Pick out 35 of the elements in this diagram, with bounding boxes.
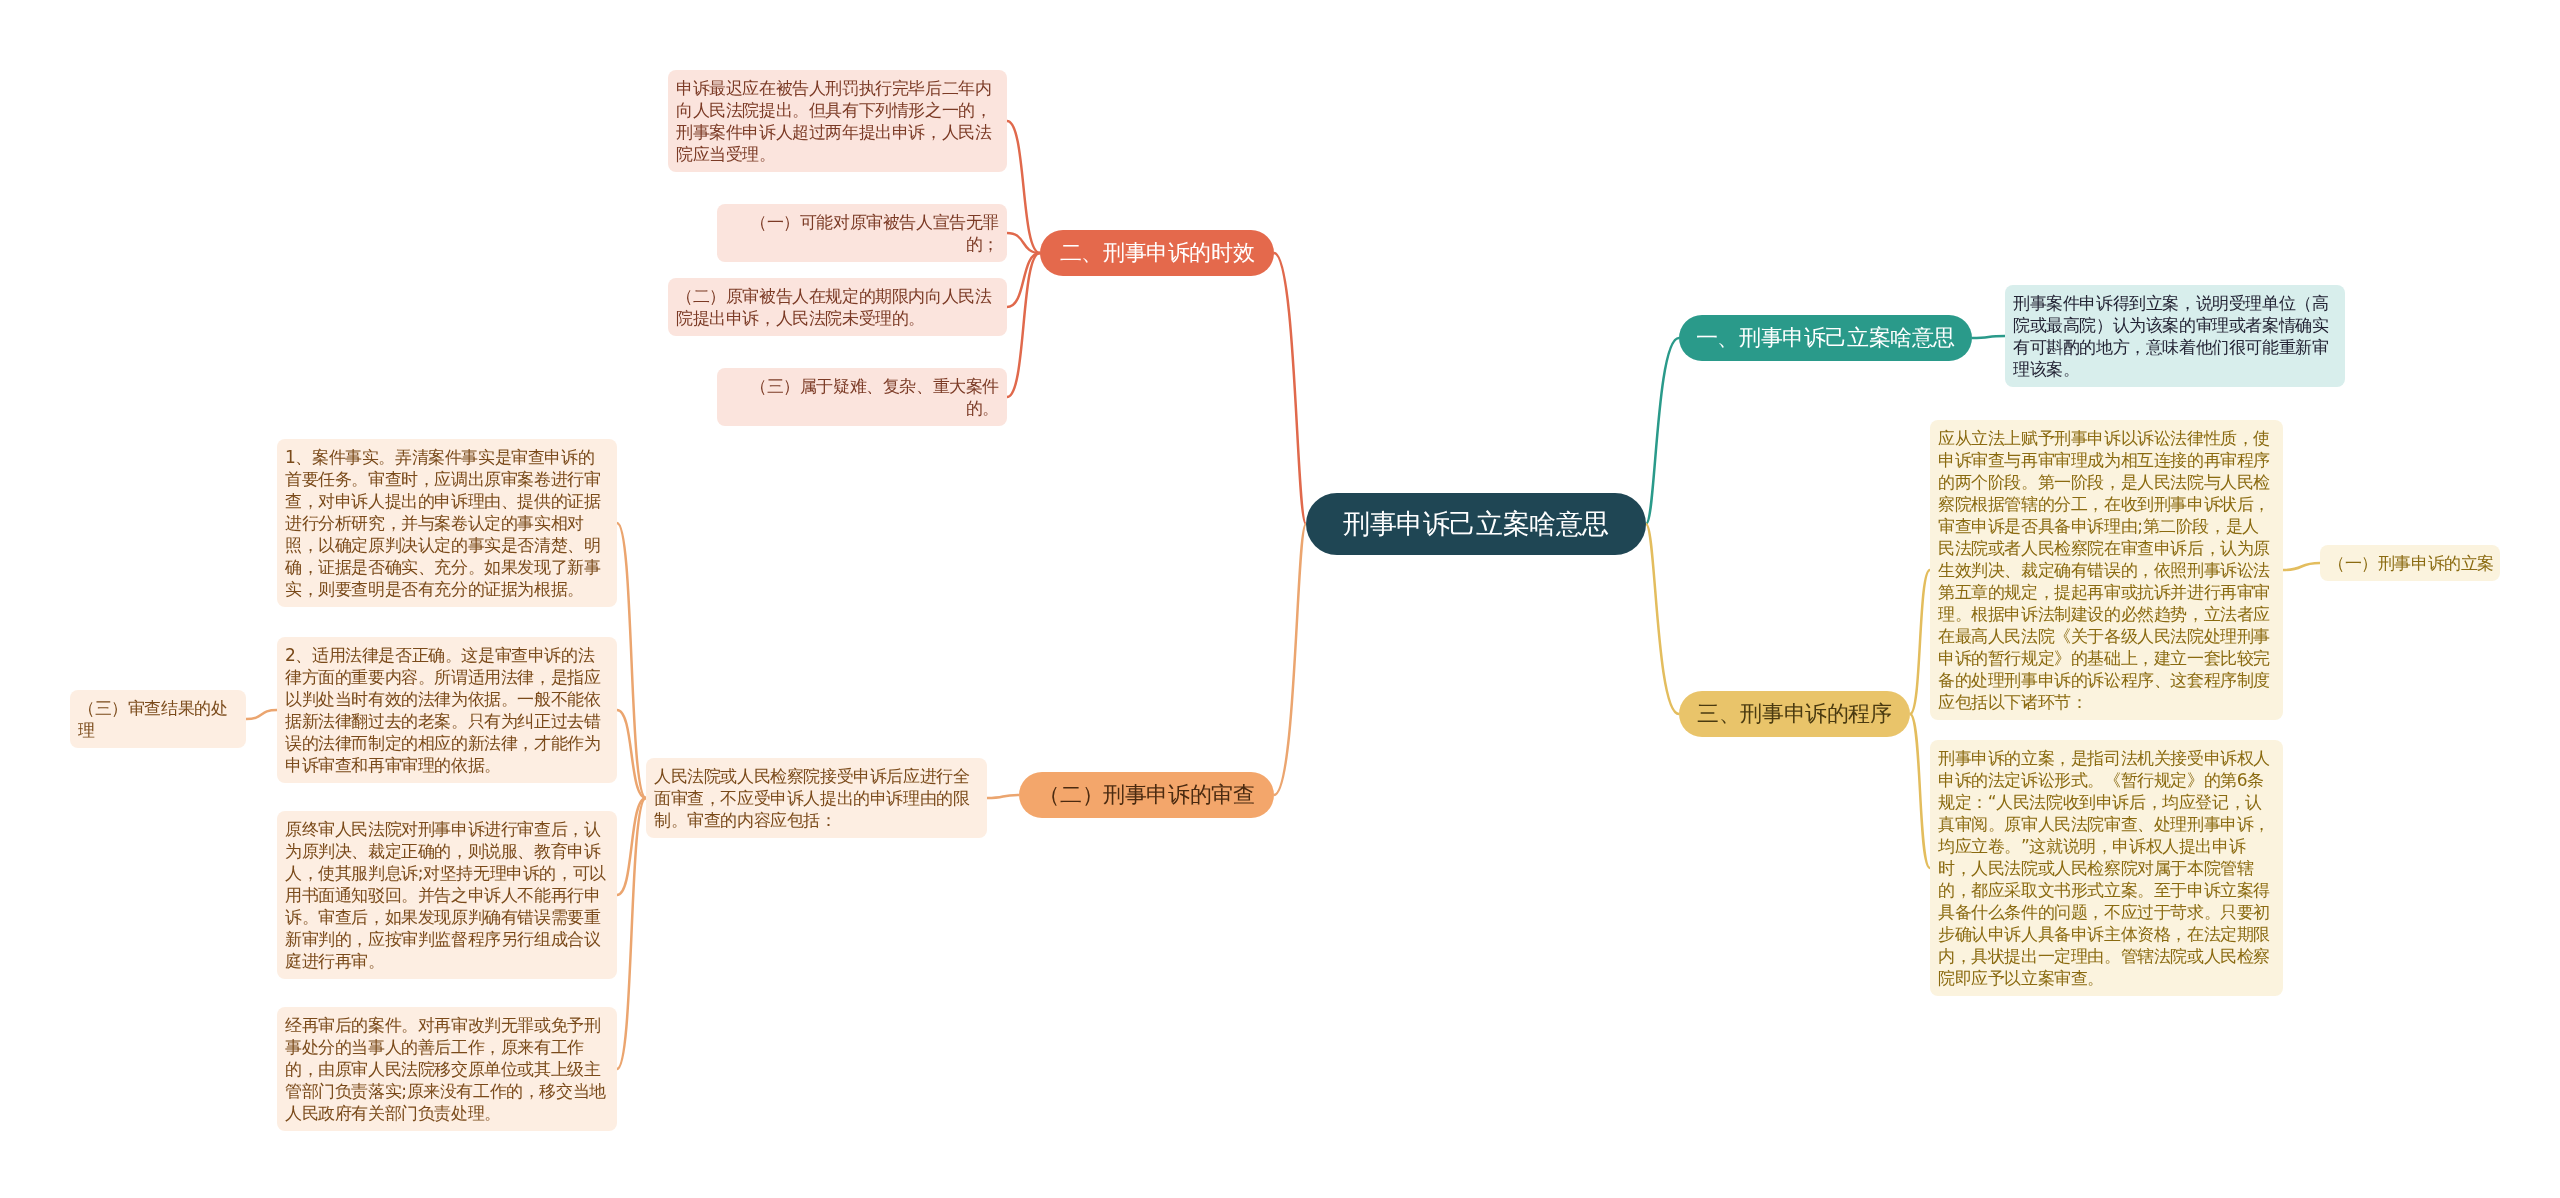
note-box: 刑事案件申诉得到立案，说明受理单位（高院或最高院）认为该案的审理或者案情确实有可斟酌的地方，意味着他们很可能重新审理该案。 [2005, 285, 2345, 387]
note-box: 1、案件事实。弄清案件事实是审查申诉的首要任务。审查时，应调出原审案卷进行审查，对申诉人提出的申诉理由、提供的证据进行分析研究，并与案卷认定的事实相对照，以确定原判决认定的事实是否清楚、明确，证据是否确实、充分。如果发现了新事实，则要查明是否有充分的证据为根据。 [277, 439, 617, 607]
connector-line [1006, 251, 1041, 399]
central-topic: 刑事申诉己立案啥意思 [1306, 493, 1646, 555]
connector-line [1909, 569, 1931, 715]
connector-line [1006, 119, 1041, 255]
connector-line [1644, 336, 1680, 525]
note-box: 申诉最迟应在被告人刑罚执行完毕后二年内向人民法院提出。但具有下列情形之一的，刑事案件申诉人超过两年提出申诉，人民法院应当受理。 [668, 70, 1007, 172]
note-box: （三）审查结果的处理 [70, 690, 246, 748]
connector-line [2282, 561, 2321, 572]
note-box: 应从立法上赋予刑事申诉以诉讼法律性质，使申诉审查与再审审理成为相互连接的再审程序的两个阶段。第一阶段，是人民法院与人民检察院根据管辖的分工，在收到刑事申诉状后，审查申诉是否具备申诉理由;第二阶段，是人民法院或者人民检察院在审查申诉后，认为原生效判决、裁定确有错误的，依照刑事诉讼法第五章的规定，提起再审或抗诉并进行再审审理。根据申诉法制建设的必然趋势，立法者应在最高人民法院《关于各级人民法院处理刑事申诉的暂行规定》的基础上，建立一套比较完备的处理刑事申诉的诉讼程序、这套程序制度应包括以下诸环节： [1930, 420, 2283, 720]
connector-line [1273, 523, 1308, 796]
connector-line [1644, 523, 1680, 716]
note-box: 2、适用法律是否正确。这是审查申诉的法律方面的重要内容。所谓适用法律，是指应以判处当时有效的法律为依据。一般不能依据新法律翻过去的老案。只有为纠正过去错误的法律而制定的相应的新法律，才能作为申诉审查和再审审理的依据。 [277, 637, 617, 783]
connector-line [245, 708, 278, 721]
connector-line [616, 708, 647, 800]
note-box: （一）刑事申诉的立案 [2320, 545, 2500, 581]
connector-line [987, 793, 1019, 800]
note-box: 经再审后的案件。对再审改判无罪或免予刑事处分的当事人的善后工作，原来有工作的，由原审人民法院移交原单位或其上级主管部门负责落实;原来没有工作的，移交当地人民政府有关部门负责处理。 [277, 1007, 617, 1131]
connector-line [616, 522, 647, 799]
note-box: 刑事申诉的立案，是指司法机关接受申诉权人申诉的法定诉讼形式。《暂行规定》的第6条规定：“人民法院收到申诉后，均应登记，认真审阅。原审人民法院审查、处理刑事申诉，均应立卷。”这就说明，申诉权人提出申诉时，人民法院或人民检察院对属于本院管辖的，都应采取文书形式立案。至于申诉立案得具备什么条件的问题，不应过于苛求。只要初步确认申诉人具备申诉主体资格，在法定期限内，具状提出一定理由。管辖法院或人民检察院即应予以立案审查。 [1930, 740, 2283, 996]
note-box: 人民法院或人民检察院接受申诉后应进行全面审查，不应受申诉人提出的申诉理由的限制。审查的内容应包括： [646, 758, 987, 838]
connector-line [1972, 334, 2005, 340]
note-box: （二）原审被告人在规定的期限内向人民法院提出申诉，人民法院未受理的。 [668, 278, 1007, 336]
branch-topic: （二）刑事申诉的审查 [1019, 772, 1274, 818]
connector-line [1909, 713, 1931, 869]
connector-line [1273, 252, 1308, 525]
connector-line [616, 796, 647, 897]
connector-line [616, 797, 647, 1070]
branch-topic: 三、刑事申诉的程序 [1679, 691, 1910, 737]
note-box: （一）可能对原审被告人宣告无罪的； [717, 204, 1007, 262]
branch-topic: 一、刑事申诉己立案啥意思 [1679, 315, 1972, 361]
branch-topic: 二、刑事申诉的时效 [1040, 230, 1274, 276]
note-box: （三）属于疑难、复杂、重大案件的。 [717, 368, 1007, 426]
note-box: 原终审人民法院对刑事申诉进行审查后，认为原判决、裁定正确的，则说服、教育申诉人，使其服判息诉;对坚持无理申诉的，可以用书面通知驳回。并告之申诉人不能再行申诉。审查后，如果发现原判确有错误需要重新审判的，应按审判监督程序另行组成合议庭进行再审。 [277, 811, 617, 979]
